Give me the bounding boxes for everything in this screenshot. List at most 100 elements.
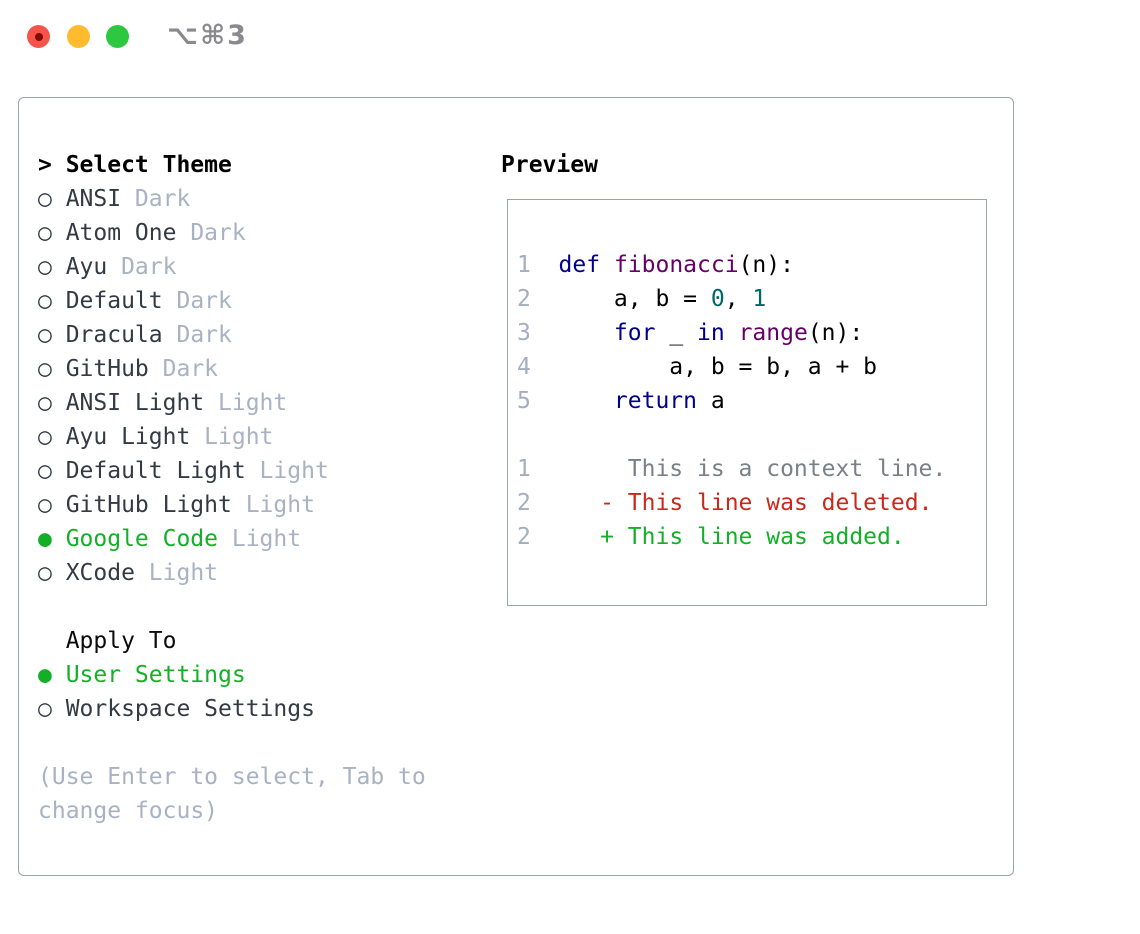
theme-variant: Light (218, 526, 302, 552)
apply-to-header: Apply To (65, 628, 177, 654)
code-token: in (697, 320, 725, 346)
line-number: 1 (517, 456, 531, 482)
apply-option-user-settings[interactable]: ● User Settings (38, 658, 426, 692)
radio-unselected-icon: ○ (38, 458, 52, 484)
code-token (559, 524, 601, 550)
theme-option-ansi[interactable]: ○ANSI Dark (38, 182, 426, 216)
theme-name: GitHub Light (65, 492, 232, 518)
code-token: a, b = b, a + b (558, 354, 878, 380)
radio-unselected-icon: ○ (38, 696, 52, 722)
theme-option-google-code[interactable]: ● Google Code Light (38, 522, 426, 556)
help-text: (Use Enter to select, Tab to change focu… (38, 760, 426, 828)
titlebar: ⌥⌘3 (0, 0, 1140, 70)
line-number: 2 (517, 490, 531, 516)
code-line: 1 def fibonacci(n): (517, 248, 986, 282)
code-token: 0 (710, 286, 725, 312)
radio-unselected-icon: ○ (38, 220, 52, 246)
code-token: _ (655, 320, 698, 346)
theme-option-ansi-light[interactable]: ○ANSI Light Light (38, 386, 426, 420)
theme-option-xcode[interactable]: ○ XCode Light (38, 556, 426, 590)
code-line: 4 a, b = b, a + b (517, 350, 986, 384)
theme-name: ANSI (65, 186, 122, 212)
theme-option-github-light[interactable]: ○GitHub Light Light (38, 488, 426, 522)
theme-option-default[interactable]: ○Default Dark (38, 284, 426, 318)
code-token: (n): (807, 320, 864, 346)
radio-unselected-icon: ○ (38, 288, 52, 314)
diff-line: 1 This is a context line. (517, 452, 986, 486)
minimize-button[interactable] (67, 25, 90, 48)
theme-option-default-light[interactable]: ○Default Light Light (38, 454, 426, 488)
theme-picker-panel: >Select Theme ○ANSI Dark○Atom One Dark○A… (18, 97, 1014, 876)
apply-option-label: Workspace Settings (65, 696, 315, 722)
select-theme-label: Select Theme (65, 152, 232, 178)
code-token (559, 388, 614, 414)
theme-variant: Dark (107, 254, 177, 280)
code-line: 2 a, b = 0, 1 (517, 282, 986, 316)
theme-variant: Light (190, 424, 274, 450)
unsaved-changes-dot (34, 32, 43, 41)
code-token: , (724, 286, 753, 312)
theme-option-ayu-light[interactable]: ○ Ayu Light Light (38, 420, 426, 454)
select-theme-header: > Select Theme (38, 148, 426, 182)
theme-option-atom-one[interactable]: ○ Atom One Dark (38, 216, 426, 250)
theme-name: ANSI Light (65, 390, 205, 416)
code-token: (n): (738, 252, 794, 278)
help-line-1: (Use Enter to select, Tab to (38, 764, 426, 790)
radio-unselected-icon: ○ (38, 560, 52, 586)
code-line: 5 return a (517, 384, 986, 418)
radio-unselected-icon: ○ (38, 322, 52, 348)
code-token (725, 320, 739, 346)
line-number: 1 (517, 252, 531, 278)
theme-variant: Dark (148, 356, 219, 382)
theme-option-dracula[interactable]: ○ Dracula Dark (38, 318, 426, 352)
line-number: 3 (517, 320, 531, 346)
code-token: 1 (752, 286, 767, 312)
theme-option-ayu[interactable]: ○ Ayu Dark (38, 250, 426, 284)
theme-name: XCode (65, 560, 135, 586)
theme-variant: Light (134, 560, 219, 586)
code-token: + This line was added. (600, 524, 905, 550)
code-token (600, 252, 614, 278)
code-token: This is a context line. (558, 456, 947, 482)
code-token: return (613, 388, 698, 414)
radio-unselected-icon: ○ (38, 390, 52, 416)
theme-name: Google Code (65, 526, 219, 552)
theme-variant: Dark (121, 186, 191, 212)
code-token: def (558, 252, 601, 278)
code-token: a, b = (558, 286, 711, 312)
radio-unselected-icon: ○ (38, 424, 52, 450)
apply-option-label: User Settings (65, 662, 246, 688)
apply-to-options-list: ● User Settings ○ Workspace Settings (38, 658, 426, 726)
theme-name: Dracula (65, 322, 163, 348)
radio-selected-icon: ● (38, 526, 52, 552)
code-token (559, 320, 614, 346)
preview-header: Preview (501, 152, 598, 178)
code-token: a (697, 388, 725, 414)
zoom-button[interactable] (106, 25, 129, 48)
line-number: 2 (517, 286, 531, 312)
radio-selected-icon: ● (38, 662, 52, 688)
code-token: fibonacci (613, 252, 739, 278)
focus-caret: > (38, 152, 52, 178)
theme-option-github[interactable]: ○GitHub Dark (38, 352, 426, 386)
theme-variant: Dark (162, 322, 232, 348)
theme-name: Ayu Light (65, 424, 191, 450)
theme-variant: Dark (176, 220, 246, 246)
window-title: ⌥⌘3 (167, 20, 248, 51)
code-token: range (738, 320, 808, 346)
apply-option-workspace-settings[interactable]: ○ Workspace Settings (38, 692, 426, 726)
theme-name: Ayu (65, 254, 108, 280)
line-number: 2 (517, 524, 531, 550)
theme-name: GitHub (65, 356, 149, 382)
theme-name: Atom One (65, 220, 177, 246)
theme-variant: Light (245, 458, 329, 484)
code-token: - This line was deleted. (600, 490, 933, 516)
close-button[interactable] (27, 25, 50, 48)
theme-variant: Dark (162, 288, 232, 314)
diff-line: 2 - This line was deleted. (517, 486, 986, 520)
radio-unselected-icon: ○ (38, 254, 52, 280)
code-line: 3 for _ in range(n): (517, 316, 986, 350)
